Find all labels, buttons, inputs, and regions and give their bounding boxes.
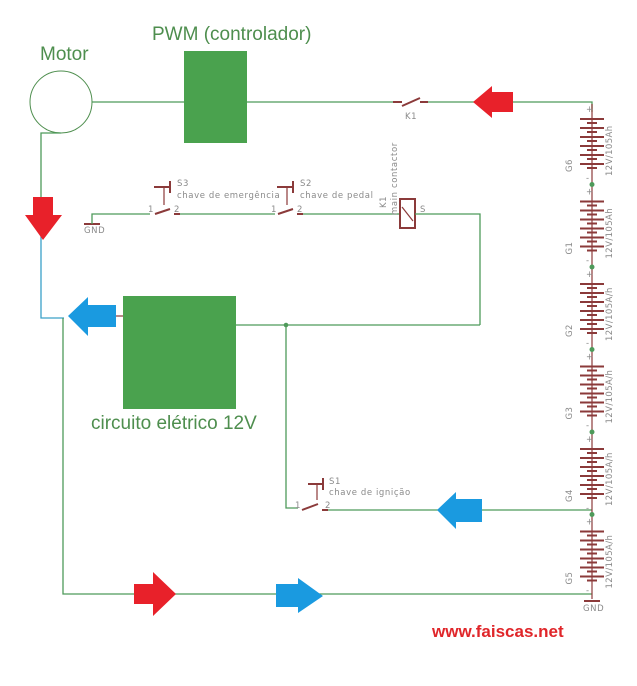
arrow-right-blue-bottom <box>276 578 323 613</box>
battery-g3: + - G3 12V/105A/h <box>565 347 615 434</box>
k1-switch-symbol <box>393 97 428 107</box>
battery-plus: + <box>586 188 594 198</box>
s1-pin2: 2 <box>325 501 331 511</box>
pwm-controller: PWM (controlador) <box>152 24 311 143</box>
switch-s2: 1 2 S2 chave de pedal <box>271 179 374 215</box>
s2-pin1: 1 <box>271 205 277 215</box>
arrow-left-blue-circuit <box>68 297 116 336</box>
battery-rating: 12V/105Ah <box>605 125 615 176</box>
s2-pin2: 2 <box>297 205 303 215</box>
switch-s1: 1 2 S1 chave de ignição <box>295 477 411 511</box>
contactor-switch-k1: K1 <box>393 97 428 122</box>
s3-ref: S3 <box>177 179 189 189</box>
arrow-left-blue-ignition <box>437 492 482 529</box>
arrow-right-red-bottom <box>134 572 176 616</box>
battery-ref: G3 <box>565 407 575 420</box>
battery-plus: + <box>586 435 594 445</box>
battery-rating: 12V/105A/h <box>605 452 615 506</box>
wire-coil-right <box>415 213 481 325</box>
circuit-12v-block <box>123 296 236 409</box>
battery-plus: + <box>586 518 594 528</box>
battery-minus: - <box>586 339 589 349</box>
battery-g1: + - G1 12V/105Ah <box>565 182 615 269</box>
battery-junction <box>589 512 595 517</box>
battery-g4: + - G4 12V/105A/h <box>565 429 615 517</box>
coil-pin: S <box>420 205 426 215</box>
wire-bottom-return <box>62 318 592 595</box>
motor-label: Motor <box>40 44 89 65</box>
arrow-left-red-top <box>473 86 513 118</box>
battery-ref: G5 <box>565 572 575 585</box>
battery-ref: G6 <box>565 159 575 172</box>
arrow-down-red <box>25 197 62 240</box>
battery-junction <box>589 264 595 270</box>
contactor-coil-k1: K1 main contactor S <box>379 142 426 229</box>
battery-g5: + - G5 12V/105A/h <box>565 512 615 599</box>
circuit-12v: circuito elétrico 12V <box>91 296 257 434</box>
s1-ref: S1 <box>329 477 341 487</box>
pwm-block <box>184 51 247 143</box>
battery-stack: + - G6 12V/105Ah + - G1 12V/105Ah + - G2 12V/105A/h… <box>565 104 615 599</box>
s2-name: chave de pedal <box>300 191 374 201</box>
battery-rating: 12V/105A/h <box>605 287 615 341</box>
battery-ref: G1 <box>565 242 575 255</box>
pwm-label: PWM (controlador) <box>152 24 311 45</box>
s1-button <box>308 478 324 490</box>
s3-contact <box>154 208 180 215</box>
site-url[interactable]: www.faiscas.net <box>431 622 564 641</box>
battery-rating: 12V/105A/h <box>605 370 615 424</box>
coil-ref: K1 <box>379 196 389 208</box>
battery-plus: + <box>586 270 594 280</box>
s3-button <box>154 181 171 193</box>
battery-g2: + - G2 12V/105A/h <box>565 264 615 352</box>
s3-pin1: 1 <box>148 205 154 215</box>
s2-contact <box>277 208 303 215</box>
wire-junction-s1 <box>285 325 298 509</box>
battery-g6: + - G6 12V/105Ah <box>565 104 615 187</box>
gnd-label: GND <box>84 226 105 236</box>
gnd-bottom-label: GND <box>583 604 604 614</box>
battery-minus: - <box>586 421 589 431</box>
s2-ref: S2 <box>300 179 312 189</box>
wire-gnd-s3 <box>91 213 150 224</box>
battery-minus: - <box>586 256 589 266</box>
battery-ref: G4 <box>565 489 575 502</box>
circuit-12v-label: circuito elétrico 12V <box>91 413 257 434</box>
battery-plus: + <box>586 353 594 363</box>
s2-button <box>277 181 294 193</box>
motor-symbol <box>29 70 93 134</box>
motor: Motor <box>29 44 93 134</box>
battery-junction <box>589 347 595 352</box>
s1-contact <box>301 503 328 511</box>
ground-left: GND <box>84 223 105 236</box>
battery-ref: G2 <box>565 324 575 337</box>
s1-name: chave de ignição <box>329 488 411 498</box>
wire-motor-return <box>40 230 64 319</box>
battery-minus: - <box>586 586 589 596</box>
battery-junction <box>589 182 595 187</box>
coil-name: main contactor <box>390 142 400 215</box>
battery-rating: 12V/105Ah <box>605 208 615 259</box>
battery-minus: - <box>586 504 589 514</box>
battery-minus: - <box>586 174 589 184</box>
coil-diagonal <box>401 206 414 222</box>
s3-name: chave de emergência <box>177 190 280 201</box>
s1-pin1: 1 <box>295 501 301 511</box>
s3-pin2: 2 <box>174 205 180 215</box>
battery-plus: + <box>586 105 594 115</box>
battery-rating: 12V/105A/h <box>605 535 615 589</box>
battery-junction <box>589 429 595 435</box>
k1-switch-ref: K1 <box>405 112 417 122</box>
switch-s3: 1 2 S3 chave de emergência <box>148 179 280 215</box>
ground-bottom: GND <box>583 600 604 614</box>
